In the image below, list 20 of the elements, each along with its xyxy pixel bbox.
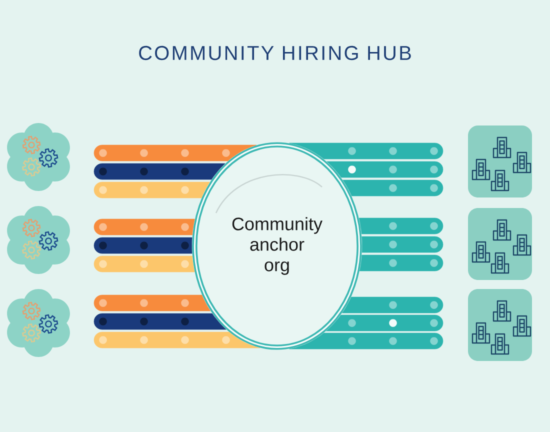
dotted-bar xyxy=(358,218,444,234)
dotted-bar xyxy=(94,237,192,254)
dotted-bar xyxy=(289,332,444,350)
dotted-bar xyxy=(326,161,444,178)
buildings-icon xyxy=(468,126,532,198)
dotted-bar xyxy=(342,180,444,196)
dotted-bar xyxy=(326,314,444,332)
dotted-bar xyxy=(94,218,195,236)
dotted-bar xyxy=(94,182,210,198)
dotted-bar xyxy=(362,236,444,253)
dotted-bar xyxy=(342,296,444,314)
dotted-bar xyxy=(289,142,444,160)
dotted-bar xyxy=(94,163,226,180)
buildings-icon xyxy=(468,289,532,361)
title: COMMUNITY HIRING HUB xyxy=(139,46,411,60)
dotted-bar xyxy=(94,313,226,330)
dotted-bar xyxy=(360,254,444,272)
dotted-bar xyxy=(94,294,211,312)
dotted-bar xyxy=(94,256,195,272)
buildings-icon xyxy=(468,208,532,280)
